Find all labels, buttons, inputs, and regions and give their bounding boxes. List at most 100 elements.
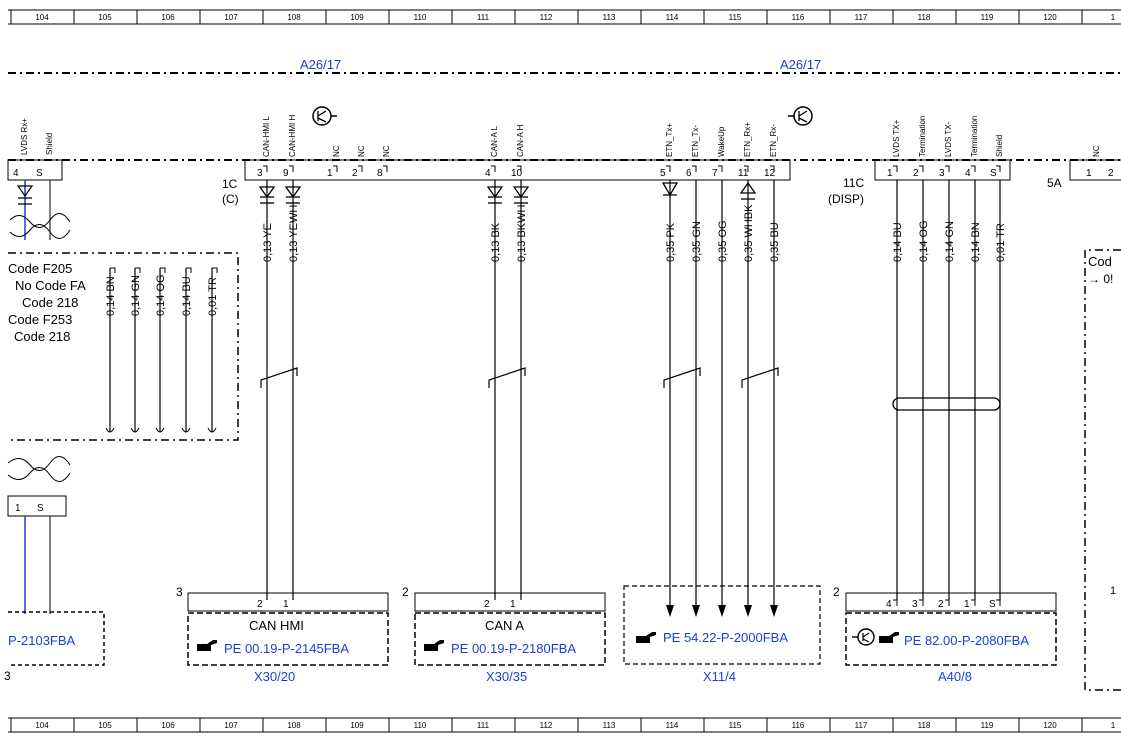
wire-can-hmi: 0,13 YE (258, 180, 276, 600)
right-box-line1: Cod (1088, 254, 1112, 269)
pin-name: NC (332, 145, 341, 157)
pointing-hand-icon (879, 632, 899, 643)
pin-name: NC (382, 145, 391, 157)
pin-num: 4 (965, 168, 971, 179)
wire-label: 0,13 BK (490, 222, 502, 262)
pin-num: 2 (352, 168, 358, 179)
pin-name: ETN_Rx+ (743, 122, 752, 157)
connector-title: CAN HMI (249, 618, 304, 633)
pin-name: NC (1092, 145, 1101, 157)
code-line: Code F253 (8, 312, 72, 327)
connector-11c-sub: (DISP) (828, 192, 864, 206)
ruler-label: 114 (666, 721, 679, 730)
transistor-ground-icon (788, 106, 813, 126)
ruler-label: 109 (350, 721, 364, 730)
code-line: Code F205 (8, 261, 72, 276)
ruler-label: 112 (540, 721, 553, 730)
pin-num: 3 (939, 168, 945, 179)
wire-left-box: 0,14 BN (105, 267, 117, 433)
wire-disp: 0,14 GN (944, 180, 956, 600)
ref-link[interactable]: PE 54.22-P-2000FBA (663, 630, 788, 645)
wire-label: 0,35 WHBK (743, 204, 755, 262)
pin-num: S (989, 599, 996, 610)
wire-disp: 0,14 BU (892, 180, 904, 600)
ruler-label: 117 (855, 13, 868, 22)
ruler-label: 118 (918, 13, 931, 22)
code-box: Code F205 No Code FA Code 218 Code F253 … (8, 252, 239, 441)
ruler-label: 111 (477, 721, 490, 730)
ruler-label: 114 (666, 13, 679, 22)
pin-num: 1 (510, 599, 516, 610)
pin-num: 5 (660, 168, 666, 179)
ruler-label: 109 (350, 13, 364, 22)
ref-link[interactable]: PE 00.19-P-2180FBA (451, 641, 576, 656)
left-ref-link[interactable]: P-2103FBA (8, 633, 76, 648)
wire-can-a: 0,13 BK (486, 180, 504, 600)
ref-link[interactable]: PE 82.00-P-2080FBA (904, 633, 1029, 648)
pin-num: 12 (764, 168, 776, 179)
pin-num: 1 (283, 599, 289, 610)
ruler-label: 104 (35, 721, 49, 730)
ruler-label: 116 (792, 721, 805, 730)
connector-num: 3 (176, 585, 183, 599)
connector-num: 2 (402, 585, 409, 599)
wire-left-box: 0,14 BU (181, 267, 193, 433)
left-lower-connector: 1 S P-2103FBA 3 (4, 456, 105, 683)
pin-num: 4 (485, 168, 491, 179)
wire-label: 0,14 GN (130, 275, 142, 316)
wire-label: 0,14 BN (105, 276, 117, 316)
pin-num: 11 (738, 168, 749, 179)
transistor-ground-icon (312, 106, 337, 126)
ruler-label: 105 (98, 721, 112, 730)
ruler-label: 120 (1043, 721, 1057, 730)
code-line: No Code FA (15, 278, 86, 293)
ruler-label: 106 (161, 13, 175, 22)
wire-label: 0,14 OG (155, 274, 167, 316)
pin-name: Termination (918, 116, 927, 157)
connector-11c-label: 11C (843, 176, 864, 190)
pin-name: ETN_Tx+ (665, 123, 674, 157)
connector-title: CAN A (485, 618, 524, 633)
wire-label: 0,14 BN (970, 222, 982, 262)
ref-link[interactable]: PE 00.19-P-2145FBA (224, 641, 349, 656)
wire-left-box: 0,01 TR (207, 267, 219, 433)
code-line: Code 218 (22, 295, 78, 310)
wire-label: 0,13 YEWH (288, 205, 300, 262)
pin-num: 8 (377, 168, 383, 179)
ruler-label: 110 (414, 13, 427, 22)
pin-num: 4 (886, 599, 892, 610)
wire-left-box: 0,14 OG (155, 267, 167, 433)
pin-num: 7 (712, 168, 718, 179)
ruler-label: 113 (603, 13, 616, 22)
pin-name: LVDS TX+ (892, 119, 901, 157)
ruler-label: 1 (1111, 721, 1116, 730)
wire-etn: 0,35 BU (769, 180, 781, 617)
right-box-fragment: 1 (1110, 585, 1116, 597)
wire-label: 0,35 GN (691, 221, 703, 262)
pin-name: CAN-HMI L (262, 116, 271, 157)
ruler-label: 111 (477, 13, 490, 22)
connector-label: X11/4 (703, 669, 736, 684)
pointing-hand-icon (636, 632, 656, 643)
ruler-label: 113 (603, 721, 616, 730)
pin-num: 1 (327, 168, 333, 179)
pin-num: 2 (484, 599, 490, 610)
wire-disp: 0,14 OG (918, 180, 930, 600)
ruler-label: 115 (729, 721, 742, 730)
wire-etn: 0,35 GN (691, 180, 703, 617)
pin-num: 3 (257, 168, 263, 179)
pin-name: CAN-A H (516, 124, 525, 157)
component-label-a26-left: A26/17 (300, 57, 341, 72)
pointing-hand-icon (424, 640, 444, 651)
wire-can-a: 0,13 BKWH (512, 180, 530, 600)
pin-num: 1 (964, 599, 970, 610)
pin-num: 2 (257, 599, 263, 610)
wire-disp: 0,14 BN (970, 180, 982, 600)
connector-5a: 5A 1 NC 2 (1047, 145, 1121, 190)
pin-name: LVDS TX- (944, 121, 953, 157)
pin-num: 3 (912, 599, 918, 610)
connector-label: A40/8 (938, 669, 972, 684)
